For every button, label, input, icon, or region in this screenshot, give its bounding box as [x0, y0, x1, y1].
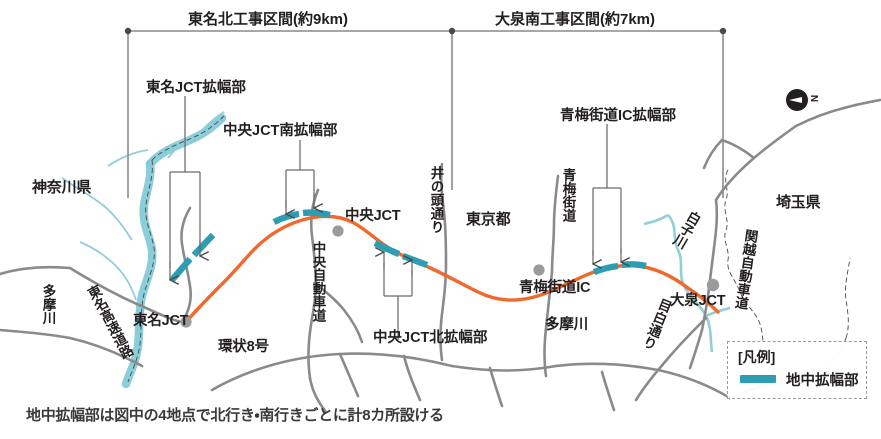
road-label-kanjo-8: 環状8号 — [218, 339, 269, 355]
callout-leader-chuo-jct-south — [286, 140, 314, 214]
junction-label-chuo-jct: 中央JCT — [345, 208, 401, 224]
prefecture-label-saitama: 埼玉県 — [776, 194, 821, 211]
road-label-inokashira-dori: 井の頭通り — [428, 166, 444, 234]
legend-entry-label: 地中拡幅部 — [786, 373, 859, 389]
compass-needle-icon — [789, 97, 802, 103]
prefecture-label-kanagawa: 神奈川県 — [32, 179, 92, 196]
callout-label-ome-kaido-ic-kakufuku: 青梅街道IC拡幅部 — [560, 108, 676, 124]
junction-dot-tomei — [180, 316, 192, 328]
junction-label-ome-kaido-ic: 青梅街道IC — [519, 280, 591, 296]
legend-swatch-widening — [740, 375, 776, 383]
river-label-tama-gawa-east: 多摩川 — [545, 317, 588, 333]
river-label-tama-gawa-west: 多摩川 — [40, 284, 56, 325]
section-brackets-layer — [124, 27, 727, 198]
widening-segments-layer — [169, 209, 647, 283]
callout-label-chuo-jct-minami-kakufuku: 中央JCT南拡幅部 — [223, 123, 338, 139]
section-label-tomei-kita: 東名北工事区間(約9km) — [188, 11, 349, 28]
legend-title: [凡例] — [738, 349, 776, 365]
widening-segment-ome-a — [592, 262, 619, 276]
compass-north-letter: N — [808, 94, 820, 103]
figure-caption: 地中拡幅部は図中の4地点で北行き・南行きごとに計8カ所設ける — [26, 407, 444, 424]
legend-box: [凡例] 地中拡幅部 — [727, 341, 867, 399]
junction-dots-layer — [180, 225, 720, 328]
junction-label-oizumi-jct: 大泉JCT — [670, 293, 726, 309]
widening-segment-ome-b — [621, 261, 647, 270]
junction-dot-chuo — [332, 225, 344, 237]
callout-label-chuo-jct-kita-kakufuku: 中央JCT北拡幅部 — [373, 330, 488, 346]
widening-segment-tomei-north — [191, 232, 216, 258]
road-label-ome-kaido: 青梅街道 — [560, 168, 576, 222]
widening-segment-chuo-north-b — [401, 253, 429, 268]
widening-segment-chuo-south-b — [302, 209, 331, 219]
callout-leader-tomei-jct — [170, 96, 200, 280]
callout-leader-ome-kaido-ic — [593, 124, 621, 264]
callout-leader-chuo-jct-north — [384, 252, 412, 340]
widening-segment-chuo-north-a — [373, 240, 401, 257]
gaikan-route-layer — [184, 214, 720, 324]
compass-rose: N — [786, 89, 819, 113]
prefecture-label-tokyo: 東京都 — [466, 211, 511, 228]
section-label-oizumi-minami: 大泉南工事区間(約7km) — [495, 11, 656, 28]
callout-label-tomei-jct-kakufuku: 東名JCT拡幅部 — [146, 80, 246, 96]
junction-dot-oizumi — [706, 278, 720, 292]
road-label-chuo-expressway: 中央自動車道 — [310, 241, 326, 322]
callout-leaders-layer — [170, 96, 621, 340]
surface-roads-layer — [0, 98, 881, 414]
junction-dot-ome — [533, 264, 545, 276]
junction-label-tomei-jct: 東名JCT — [133, 313, 189, 329]
